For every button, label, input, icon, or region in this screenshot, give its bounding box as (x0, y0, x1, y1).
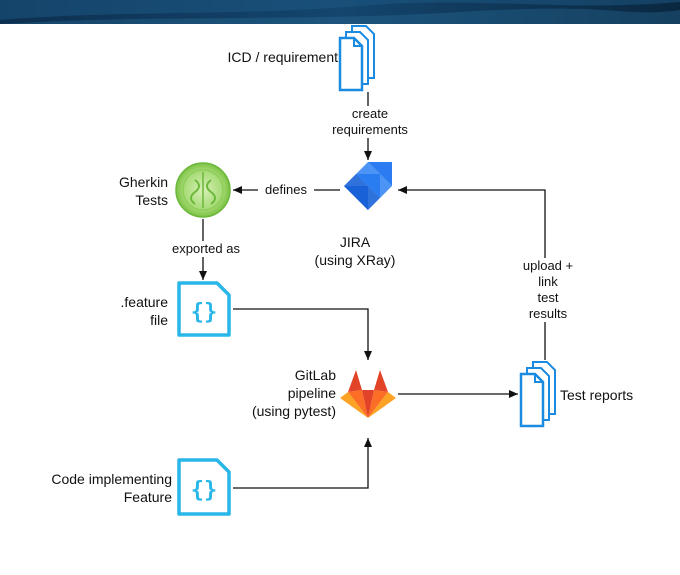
gitlab-label-line1: GitLab (294, 367, 336, 383)
gitlab-label-line2: pipeline (287, 385, 336, 401)
gherkin-label-line2: Tests (135, 192, 168, 208)
jira-label-line2: (using XRay) (314, 252, 396, 268)
code-label-line2: Feature (123, 489, 172, 505)
arrow-code-to-gitlab (233, 438, 372, 489)
create-requirements-line2: requirements (332, 122, 408, 137)
code-label-line1: Code implementing (51, 471, 172, 487)
upload-results-line1: upload + (522, 258, 574, 273)
jira-icon (344, 162, 392, 210)
gherkin-label: Gherkin Tests (96, 173, 168, 209)
arrow-feature-to-gitlab (233, 308, 372, 360)
upload-results-line3: test (537, 290, 559, 305)
defines-label: defines (258, 182, 314, 198)
feature-file-icon: {} (177, 281, 231, 337)
gitlab-icon (340, 370, 396, 418)
code-label: Code implementing Feature (10, 470, 172, 506)
create-requirements-line1: create (351, 106, 389, 121)
create-requirements-label: create requirements (316, 106, 424, 138)
upload-results-line4: results (528, 306, 568, 321)
gitlab-label-line3: (using pytest) (251, 403, 336, 419)
gherkin-label-line1: Gherkin (118, 174, 168, 190)
gitlab-label: GitLab pipeline (using pytest) (228, 366, 336, 420)
jira-label: JIRA (using XRay) (300, 233, 410, 269)
header-banner (0, 0, 680, 24)
jira-label-line1: JIRA (339, 234, 371, 250)
test-reports-label: Test reports (560, 387, 634, 403)
feature-file-label: .feature file (96, 293, 168, 329)
test-reports-document-icon (519, 361, 556, 428)
upload-results-label: upload + link test results (510, 258, 586, 322)
upload-results-line2: link (538, 274, 558, 289)
exported-as-label: exported as (154, 241, 258, 257)
icd-label: ICD / requirement (227, 49, 338, 65)
icd-document-icon (338, 25, 375, 92)
gherkin-icon (175, 162, 231, 218)
svg-text:{}: {} (191, 300, 218, 325)
feature-file-label-line1: .feature (120, 294, 168, 310)
code-file-icon: {} (177, 458, 231, 516)
svg-text:{}: {} (191, 478, 218, 503)
feature-file-label-line2: file (150, 312, 168, 328)
